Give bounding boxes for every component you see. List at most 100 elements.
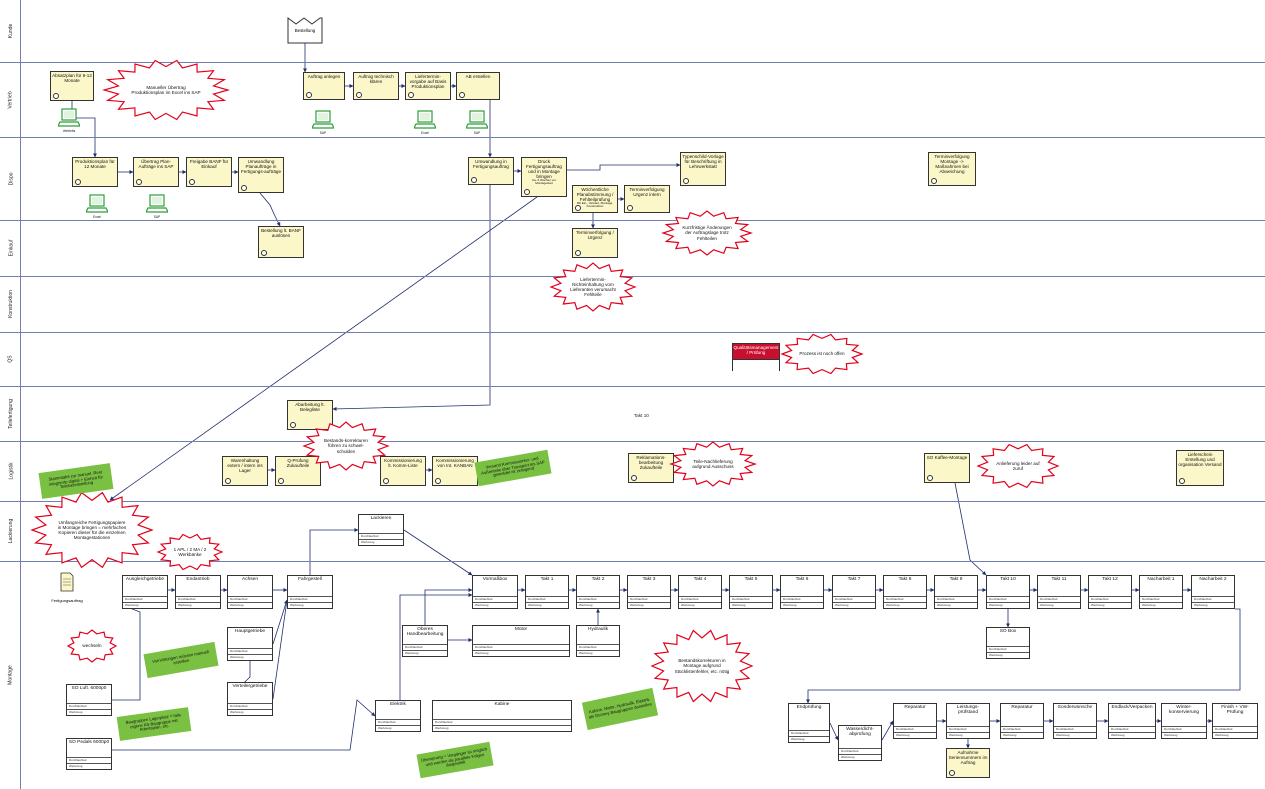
attribute-row: Durchlaufzeit bbox=[1054, 726, 1096, 732]
activity-terminverfolgung-montage[interactable]: Terminverfolgung Montage -> Maßnahmen be… bbox=[928, 152, 976, 186]
attribute-row: Werkzeug bbox=[288, 602, 332, 608]
attribute-row: Durchlaufzeit bbox=[935, 596, 977, 602]
attribute-row: Werkzeug bbox=[730, 602, 772, 608]
activity-druck-fa[interactable]: Druck Fertigungsauftrag und in Montage b… bbox=[521, 157, 567, 197]
attribute-row: Durchlaufzeit bbox=[176, 596, 220, 602]
activity-aufnahme-seriennummern[interactable]: Aufnahme Seriennummern im Auftrag bbox=[946, 748, 990, 778]
burst-stuecklistenfehler: Bestandskorrekturen in Montage aufgrund … bbox=[650, 628, 754, 704]
qs-open-process-box[interactable]: Qualitätsmanagement / Prüfung bbox=[732, 343, 780, 373]
burst-prozess-offen: Prozess ist noch offen bbox=[780, 332, 864, 376]
pc-vertrieb-3-label: Excel bbox=[421, 131, 429, 135]
activity-ab-erstellen[interactable]: AB erstellen bbox=[456, 72, 500, 100]
connector-line bbox=[272, 599, 289, 700]
lane-divider bbox=[0, 220, 1265, 221]
occurrence-icon bbox=[189, 179, 195, 185]
attribute-row: Durchlaufzeit bbox=[1089, 596, 1131, 602]
occurrence-icon bbox=[683, 178, 689, 184]
attribute-row: Werkzeug bbox=[123, 602, 167, 608]
burst-liefertermin: Liefertermin-Nichteinhaltung vom Liefera… bbox=[549, 261, 637, 313]
activity-abarbeitung[interactable]: Abarbeitung lt. Belegliste bbox=[287, 400, 333, 430]
activity-kommissionierung-2[interactable]: Kommissionierung von Int. KANBAN bbox=[432, 456, 478, 486]
activity-reklamation[interactable]: Reklamations-bearbeitung Zukaufteile bbox=[628, 453, 674, 483]
activity-typenschild[interactable]: Typenschild-Vorlage für Beschriftung in … bbox=[680, 152, 726, 186]
activity-umwandlung-fa[interactable]: Umwandlung in Fertigungsauftrag bbox=[468, 157, 514, 185]
activity-lieferschein[interactable]: Lieferschein Erstellung und organisation… bbox=[1176, 450, 1224, 486]
activity-terminverfolgung-intern[interactable]: Terminverfolgung Urgenz intern bbox=[624, 185, 670, 213]
occurrence-icon bbox=[575, 205, 581, 211]
activity-absatzplan[interactable]: Absatzplan für 6-12 Monate bbox=[50, 71, 94, 101]
connector-line bbox=[403, 529, 473, 576]
attribute-row: Durchlaufzeit bbox=[1162, 726, 1206, 732]
activity-bestellung-banf[interactable]: Bestellung lt. BANF auslösen bbox=[258, 226, 304, 258]
attribute-row: Werkzeug bbox=[403, 650, 447, 656]
attribute-row: Durchlaufzeit bbox=[987, 596, 1029, 602]
activity-warenhaltung[interactable]: Warenhaltung extern / intern ins Lager bbox=[222, 456, 268, 486]
box-fahrgestell-label: Fahrgestell bbox=[298, 577, 322, 582]
activity-druck-fa-sublabel: Ca. 6 Wochen vor Montagestart bbox=[532, 178, 556, 186]
connector-line bbox=[567, 163, 681, 171]
activity-kommissionierung-1[interactable]: Kommissionierung lt. Komm-Liste bbox=[380, 456, 426, 486]
document-fertigungsauftrag[interactable]: Fertigungsauftrag bbox=[51, 572, 83, 603]
attribute-row: Durchlaufzeit bbox=[403, 644, 447, 650]
attribute-row: Durchlaufzeit bbox=[730, 596, 772, 602]
activity-freigabe-banf[interactable]: Freigabe BANF für Einkauf bbox=[186, 157, 232, 187]
lane-label-text: Kunde bbox=[8, 23, 14, 39]
activity-liefertermin[interactable]: Liefertermin-vorgabe auf Basis Produktio… bbox=[405, 72, 451, 100]
activity-q-pruefung[interactable]: Q-Prüfung Zukaufteile bbox=[275, 456, 321, 486]
activity-auftrag-technisch[interactable]: Auftrag technisch klären bbox=[353, 72, 399, 100]
pc-vertrieb-1-label: Vertriebs bbox=[62, 129, 76, 133]
customer-factory-shape[interactable]: Bestellung bbox=[287, 14, 323, 49]
activity-auftrag-anlegen[interactable]: Auftrag anlegen bbox=[303, 72, 345, 100]
box-winterkonservierung-label: Winter-konservierung bbox=[1168, 705, 1200, 715]
lane-divider bbox=[0, 501, 1265, 502]
box-endlack-label: Endlack/Verpacken bbox=[1111, 705, 1153, 710]
activity-so-kaffee-montage[interactable]: SO Kaffee-Montage bbox=[924, 453, 970, 483]
activity-produktionsplan[interactable]: Produktionsplan für 12 Monate bbox=[72, 157, 118, 187]
activity-woechentliche[interactable]: Wöchentliche Planabstimmung / Fehlteilpr… bbox=[572, 185, 618, 213]
activity-uebertrag-plan[interactable]: Übertrag Plan-Aufträge ins SAP bbox=[133, 157, 179, 187]
activity-umwandlung-plan[interactable]: Umwandlung Planaufträge in Fertigungs-au… bbox=[238, 157, 284, 193]
activity-terminverfolgung-urgenz[interactable]: Terminverfolgung / Urgenz bbox=[572, 228, 618, 258]
occurrence-icon bbox=[627, 205, 633, 211]
